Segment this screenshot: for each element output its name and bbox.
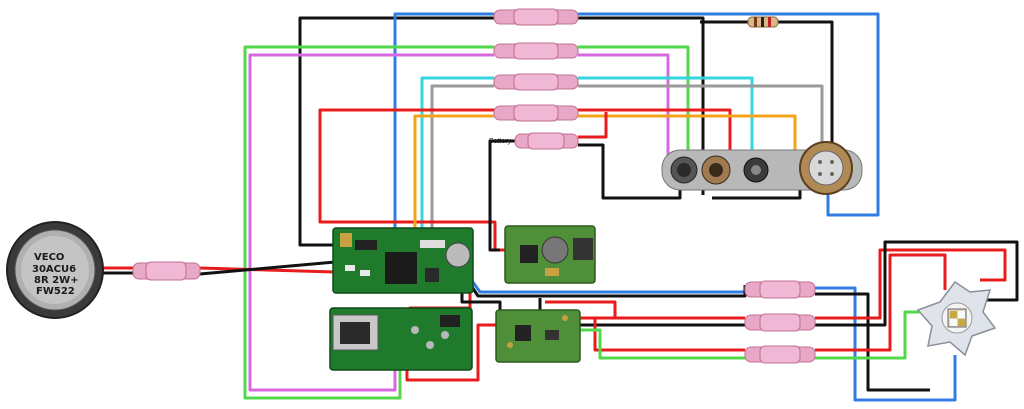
wire-black-lower-right <box>815 292 930 392</box>
connector-2 <box>493 42 579 60</box>
wire-green-right <box>578 45 690 165</box>
speaker-code: FW522 <box>36 286 75 297</box>
wire-gray-left <box>430 84 494 250</box>
wire-black-speaker-2 <box>199 260 336 276</box>
wire-cyan-right <box>578 76 754 162</box>
speaker-rating: 8R 2W+ <box>34 275 79 286</box>
connector-led-1 <box>744 280 816 299</box>
wire-red-battery <box>578 112 608 139</box>
speaker-brand: VECO <box>34 252 64 263</box>
speaker: VECO 30ACU6 8R 2W+ FW522 <box>6 221 104 319</box>
connector-socket-icon <box>799 141 853 195</box>
wire-black-top-right <box>578 16 705 195</box>
switch-2-icon <box>701 155 731 185</box>
main-board <box>332 227 474 294</box>
connector-4 <box>493 104 579 122</box>
battery-label: Battery <box>489 138 512 145</box>
wire-green-lower-right <box>815 310 928 360</box>
wire-black-charger <box>460 288 502 315</box>
wire-green-lower <box>580 328 745 360</box>
connector-3 <box>493 73 579 91</box>
wire-gray-right <box>578 84 824 150</box>
switch-1-icon <box>670 156 698 184</box>
wire-cyan-left <box>420 76 494 250</box>
main-cap-icon <box>445 242 471 268</box>
wire-red-tail <box>545 300 617 318</box>
wire-red-charger <box>405 323 500 382</box>
connector-battery <box>514 132 579 150</box>
wire-black-top <box>298 16 494 247</box>
charger-board <box>329 307 473 371</box>
switch-3-icon <box>743 157 769 183</box>
resistor <box>747 16 779 28</box>
main-chip-icon <box>385 252 417 284</box>
wire-magenta-right <box>578 53 670 160</box>
wire-red-mid-right <box>578 108 732 165</box>
wire-black-lower-b-right <box>815 240 1019 327</box>
connector-led-3 <box>744 345 816 364</box>
connector-led-2 <box>744 313 816 332</box>
boost-board <box>504 225 596 284</box>
boost-chip-icon <box>520 245 538 263</box>
wire-black-battery <box>578 143 682 200</box>
wire-red-lower-a-right <box>815 248 1007 320</box>
wire-orange-right <box>578 114 797 158</box>
driver-chip-icon <box>515 325 531 341</box>
wire-black-resistor-2 <box>778 20 834 165</box>
switch-panel <box>661 141 863 195</box>
wire-orange-left <box>413 114 494 250</box>
wire-blue-top <box>393 12 494 250</box>
inductor-icon <box>541 236 569 264</box>
wire-blue-lower-right <box>815 286 957 402</box>
wire-red-speaker-2 <box>199 266 336 274</box>
wire-black-battery-left <box>488 139 520 252</box>
wire-blue-top-right <box>578 12 880 217</box>
connector-speaker <box>132 261 201 281</box>
led-star <box>916 280 997 357</box>
connector-1 <box>493 8 579 26</box>
wire-red-lower-c-right <box>815 253 947 352</box>
wire-black-lower <box>468 283 747 298</box>
heat-shrink-connectors <box>132 8 816 364</box>
speaker-model: 30ACU6 <box>32 264 76 275</box>
wire-red-lower-c <box>575 316 745 352</box>
driver-board <box>495 309 581 363</box>
